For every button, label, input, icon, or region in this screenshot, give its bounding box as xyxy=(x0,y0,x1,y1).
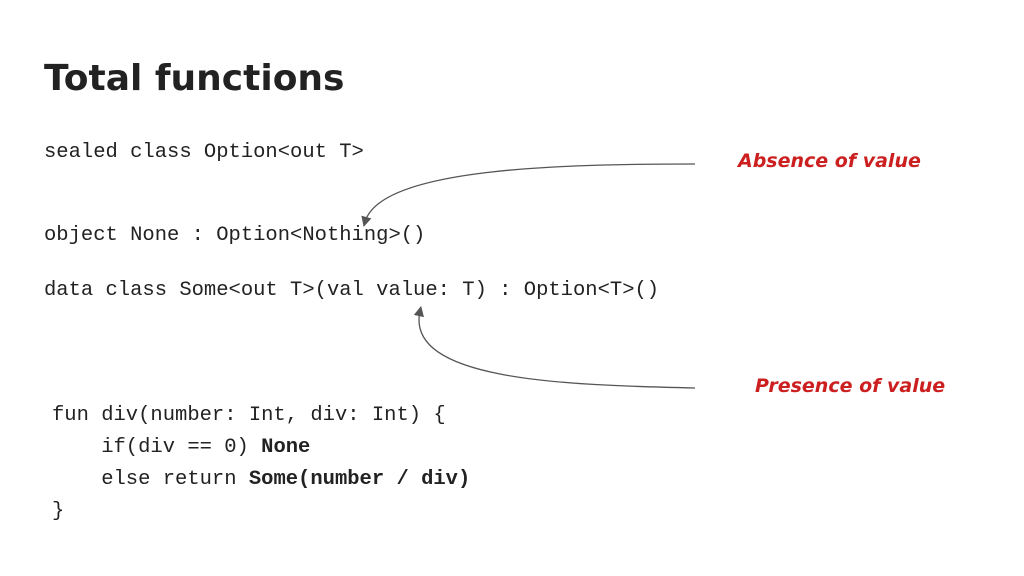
code-text: if(div == 0) xyxy=(52,436,262,459)
code-expression-some: Some(number / div) xyxy=(248,468,471,491)
function-code-block: fun div(number: Int, div: Int) { if(div … xyxy=(52,400,470,528)
slide-title: Total functions xyxy=(44,58,345,99)
arrow-to-some xyxy=(413,305,696,389)
code-text: } xyxy=(52,500,65,523)
code-line-else: else return Some(number / div) xyxy=(52,464,470,496)
code-text: else return xyxy=(52,468,249,491)
code-keyword-none: None xyxy=(261,436,311,459)
code-line-data-class-some: data class Some<out T>(val value: T) : O… xyxy=(44,279,660,302)
code-line-fun-div: fun div(number: Int, div: Int) { xyxy=(52,400,470,432)
code-line-object-none: object None : Option<Nothing>() xyxy=(44,224,426,247)
annotation-absence-of-value: Absence of value xyxy=(738,150,921,172)
code-text: fun div(number: Int, div: Int) { xyxy=(52,404,446,427)
code-line-close-brace: } xyxy=(52,496,470,528)
annotation-presence-of-value: Presence of value xyxy=(755,375,946,397)
code-line-if: if(div == 0) None xyxy=(52,432,470,464)
arrow-to-none xyxy=(361,163,696,228)
code-line-sealed-class: sealed class Option<out T> xyxy=(44,141,364,164)
